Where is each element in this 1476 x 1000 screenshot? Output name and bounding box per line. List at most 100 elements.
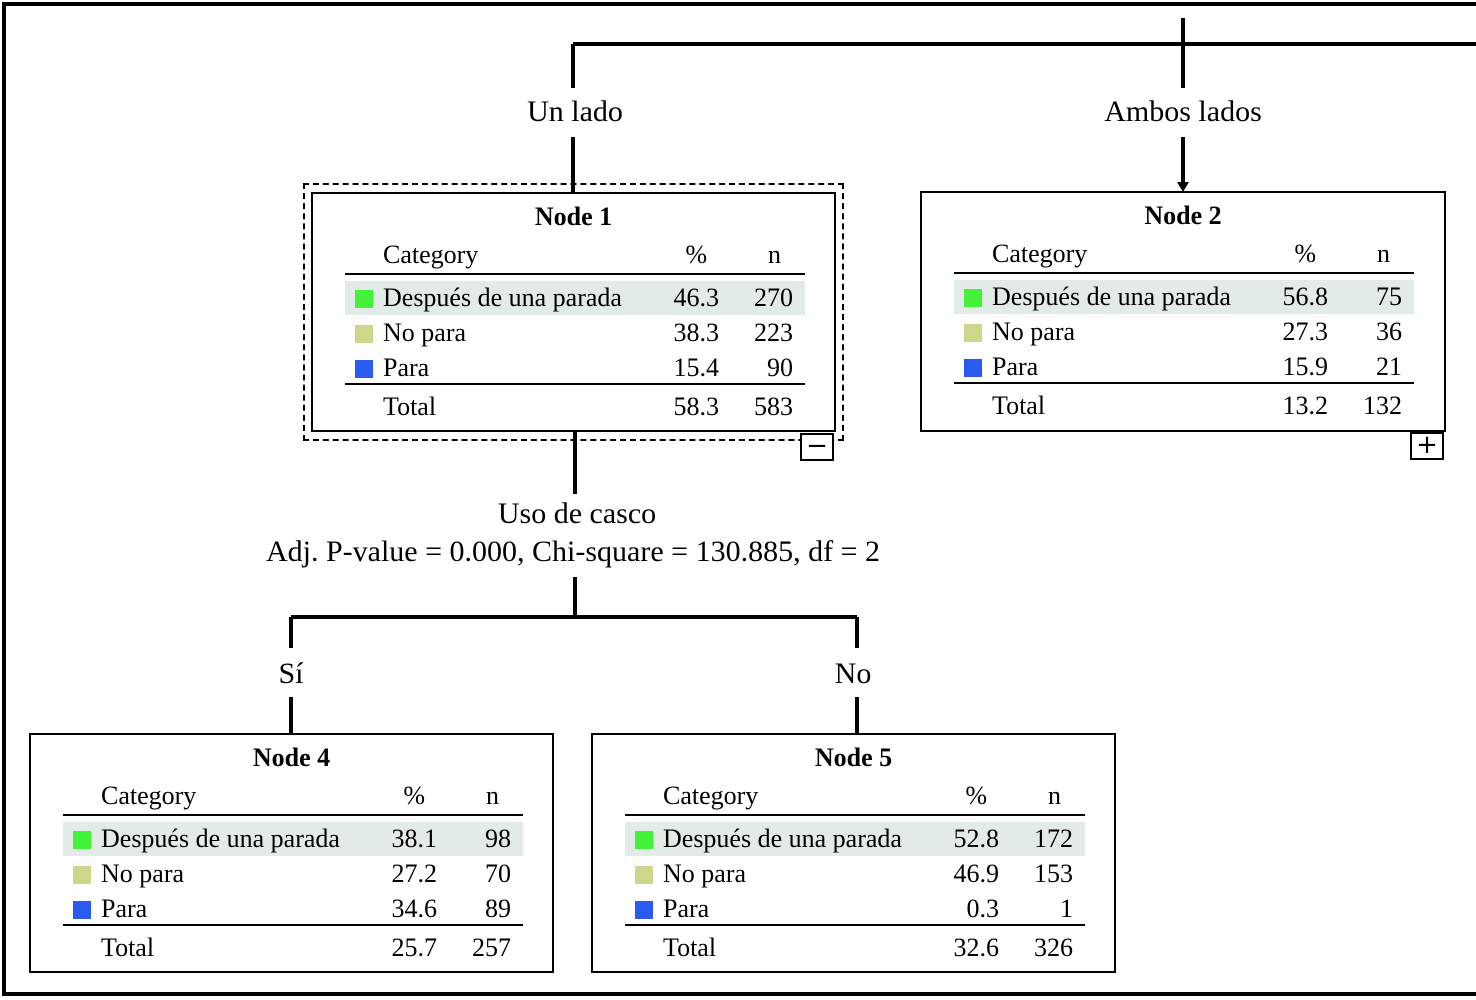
table-row: Para 15.9 21 [954,350,1414,384]
header-pct: % [1294,239,1316,268]
despues-swatch [73,831,91,849]
category-name: Para [383,353,430,382]
para-swatch [964,359,982,377]
edge-label-si: Sí [278,657,304,690]
category-name: No para [383,318,467,347]
category-pct: 46.3 [673,283,720,312]
total-n: 257 [472,933,511,962]
total-rule [625,924,1085,926]
category-name: No para [992,317,1076,346]
total-rule [345,383,805,385]
table-row: No para 27.2 70 [63,857,523,891]
table-header: Category % n [625,779,1085,813]
table-total-row: Total 32.6 326 [625,931,1085,965]
total-n: 583 [754,392,793,421]
header-n: n [1048,781,1061,810]
edge-label-no: No [834,657,872,690]
header-category: Category [663,781,759,810]
header-category: Category [992,239,1088,268]
category-n: 172 [1034,824,1073,853]
header-pct: % [685,240,707,269]
category-pct: 56.8 [1282,282,1329,311]
category-n: 153 [1034,859,1073,888]
header-pct: % [403,781,425,810]
category-pct: 27.2 [391,859,438,888]
despues-swatch [964,289,982,307]
arrow-head-node2 [1177,182,1189,192]
total-label: Total [101,933,155,962]
category-n: 36 [1376,317,1402,346]
nopara-swatch [964,324,982,342]
category-name: Para [663,894,710,923]
category-name: Después de una parada [101,824,340,853]
node-title: Node 4 [252,743,331,772]
node-title: Node 5 [814,743,893,772]
total-label: Total [992,391,1046,420]
category-name: No para [663,859,747,888]
node-2[interactable]: Node 2 Category % n Después de una parad… [920,191,1446,432]
total-label: Total [383,392,437,421]
header-n: n [768,240,781,269]
category-name: Después de una parada [663,824,902,853]
category-n: 70 [485,859,511,888]
category-name: No para [101,859,185,888]
table-total-row: Total 25.7 257 [63,931,523,965]
category-n: 90 [767,353,793,382]
header-rule [63,814,523,816]
despues-swatch [355,290,373,308]
category-name: Para [992,352,1039,381]
category-pct: 0.3 [966,894,1000,923]
category-name: Después de una parada [383,283,622,312]
category-n: 21 [1376,352,1402,381]
table-row: Después de una parada 38.1 98 [63,822,523,856]
header-n: n [1377,239,1390,268]
total-pct: 25.7 [391,933,438,962]
despues-swatch [635,831,653,849]
header-category: Category [383,240,479,269]
category-pct: 34.6 [391,894,438,923]
node-4[interactable]: Node 4 Category % n Después de una parad… [29,733,554,973]
category-n: 98 [485,824,511,853]
split-variable-label: Uso de casco [497,497,657,530]
table-total-row: Total 58.3 583 [345,390,805,424]
category-n: 223 [754,318,793,347]
header-category: Category [101,781,197,810]
nopara-swatch [355,325,373,343]
category-pct: 15.9 [1282,352,1329,381]
table-row: No para 46.9 153 [625,857,1085,891]
table-row: No para 27.3 36 [954,315,1414,349]
node1-collapse-button[interactable]: − [800,433,834,461]
table-row: Para 34.6 89 [63,892,523,926]
split-stats-label: Adj. P-value = 0.000, Chi-square = 130.8… [265,535,881,568]
total-label: Total [663,933,717,962]
category-name: Después de una parada [992,282,1231,311]
edge-label-un-lado: Un lado [527,95,623,128]
table-total-row: Total 13.2 132 [954,389,1414,423]
header-n: n [486,781,499,810]
nopara-swatch [73,866,91,884]
category-pct: 38.3 [673,318,720,347]
total-pct: 13.2 [1282,391,1329,420]
node-1[interactable]: Node 1 Category % n Después de una parad… [311,192,836,432]
category-pct: 38.1 [391,824,438,853]
node-title: Node 1 [534,202,613,231]
total-n: 326 [1034,933,1073,962]
category-pct: 46.9 [953,859,1000,888]
header-rule [345,273,805,275]
nopara-swatch [635,866,653,884]
node2-expand-button[interactable]: + [1410,432,1444,460]
table-row: Después de una parada 52.8 172 [625,822,1085,856]
edge-label-ambos-lados: Ambos lados [1104,95,1262,128]
total-n: 132 [1363,391,1402,420]
node-title: Node 2 [1144,201,1222,230]
total-pct: 58.3 [673,392,720,421]
table-header: Category % n [954,237,1414,271]
category-pct: 15.4 [673,353,720,382]
header-pct: % [965,781,987,810]
table-row: Después de una parada 56.8 75 [954,280,1414,314]
table-row: Para 0.3 1 [625,892,1085,926]
node-5[interactable]: Node 5 Category % n Después de una parad… [591,733,1116,973]
table-row: Para 15.4 90 [345,351,805,385]
